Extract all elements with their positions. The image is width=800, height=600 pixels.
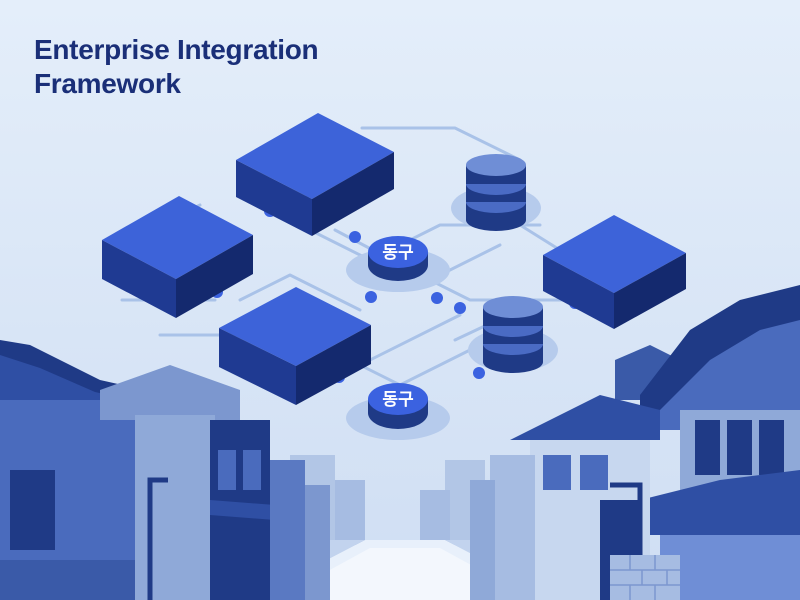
right-buildings: [470, 285, 800, 600]
page-title: Enterprise Integration Framework: [34, 33, 454, 101]
title-line-2: Framework: [34, 68, 181, 99]
service-node-2: 동구: [346, 383, 450, 440]
service-node-2-label: 동구: [382, 390, 414, 410]
service-node-1: 동구: [346, 236, 450, 292]
system-block-4: [543, 215, 686, 329]
system-block-3: [219, 287, 371, 405]
system-block-1: [236, 113, 394, 236]
database-icon-1: [451, 154, 541, 231]
database-icon-2: [468, 296, 558, 373]
left-buildings: [0, 340, 330, 600]
system-block-2: [102, 196, 253, 318]
title-line-1: Enterprise Integration: [34, 34, 319, 65]
service-node-1-label: 동구: [382, 243, 414, 263]
